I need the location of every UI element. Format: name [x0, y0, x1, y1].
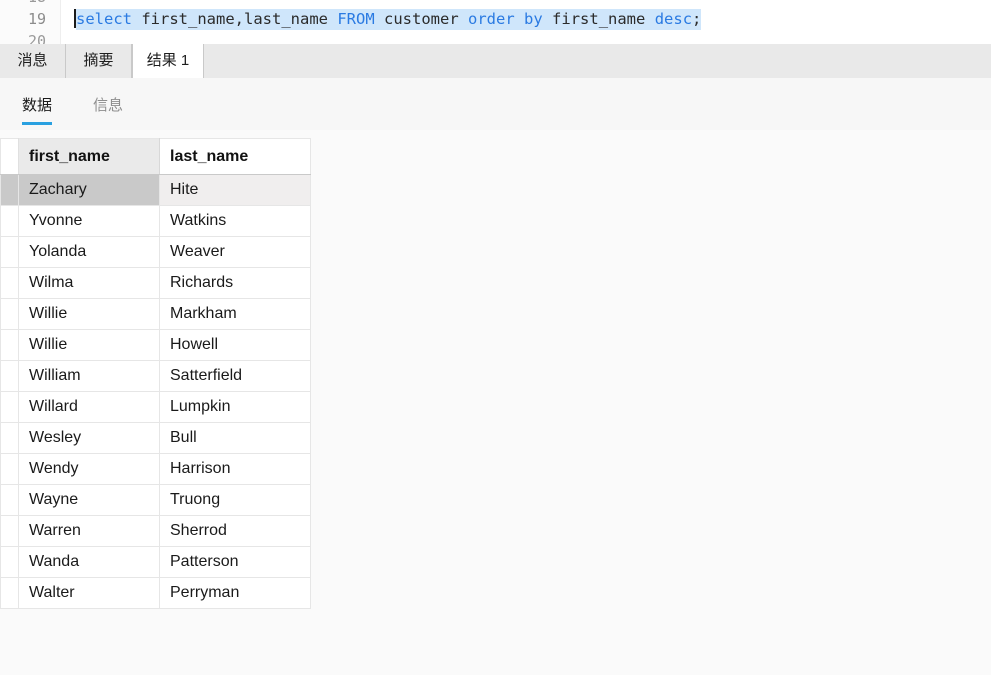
sql-keyword-select: select: [76, 10, 132, 28]
subtab-data[interactable]: 数据: [22, 94, 53, 125]
cell-last-name[interactable]: Perryman: [159, 577, 311, 609]
cell-last-name[interactable]: Lumpkin: [159, 391, 311, 423]
sql-keyword-order: order: [468, 10, 515, 28]
sql-space: [459, 10, 468, 28]
row-header-cell[interactable]: [0, 484, 19, 516]
line-number-active: 19: [27, 10, 46, 28]
result-tab-bar: 消息 摘要 结果 1: [0, 44, 991, 79]
cell-last-name[interactable]: Watkins: [159, 205, 311, 237]
row-header-cell[interactable]: [0, 422, 19, 454]
tab-result-1[interactable]: 结果 1: [132, 44, 204, 79]
row-header-cell[interactable]: [0, 391, 19, 423]
sql-semicolon: ;: [692, 10, 702, 28]
sql-space: [645, 10, 654, 28]
cell-last-name[interactable]: Sherrod: [159, 515, 311, 547]
sql-keyword-desc: desc: [654, 10, 693, 28]
column-header-first-name[interactable]: first_name: [18, 138, 160, 175]
result-grid-header: first_name last_name: [0, 138, 311, 175]
cell-last-name[interactable]: Patterson: [159, 546, 311, 578]
cell-first-name[interactable]: Willie: [18, 329, 160, 361]
sql-column-list: first_name,last_name: [141, 10, 328, 28]
cell-last-name[interactable]: Hite: [159, 174, 311, 206]
row-header-corner[interactable]: [0, 138, 19, 175]
cell-last-name[interactable]: Richards: [159, 267, 311, 299]
line-number-gutter: 18 19 20: [0, 0, 61, 44]
cell-first-name[interactable]: Warren: [18, 515, 160, 547]
sql-space: [375, 10, 384, 28]
row-header-cell[interactable]: [0, 577, 19, 609]
cell-first-name[interactable]: Willie: [18, 298, 160, 330]
row-header-cell[interactable]: [0, 453, 19, 485]
cell-first-name[interactable]: William: [18, 360, 160, 392]
row-header-cell[interactable]: [0, 267, 19, 299]
row-header-cell[interactable]: [0, 515, 19, 547]
cell-first-name[interactable]: Walter: [18, 577, 160, 609]
sql-table-name: customer: [384, 10, 459, 28]
cell-first-name[interactable]: Wayne: [18, 484, 160, 516]
sql-space: [543, 10, 552, 28]
sql-editor[interactable]: 18 19 20 select first_name,last_name FRO…: [0, 0, 991, 44]
cell-first-name[interactable]: Yolanda: [18, 236, 160, 268]
cell-last-name[interactable]: Howell: [159, 329, 311, 361]
cell-last-name[interactable]: Bull: [159, 422, 311, 454]
line-number: 20: [27, 32, 46, 44]
cell-last-name[interactable]: Harrison: [159, 453, 311, 485]
tab-summary[interactable]: 摘要: [66, 44, 132, 78]
subtab-data-label: 数据: [22, 97, 53, 114]
cell-first-name[interactable]: Wendy: [18, 453, 160, 485]
row-header-cell[interactable]: [0, 329, 19, 361]
row-header-cell[interactable]: [0, 205, 19, 237]
cell-first-name[interactable]: Wesley: [18, 422, 160, 454]
cell-first-name[interactable]: Wanda: [18, 546, 160, 578]
row-header-cell[interactable]: [0, 236, 19, 268]
row-header-cell[interactable]: [0, 546, 19, 578]
cell-first-name[interactable]: Yvonne: [18, 205, 160, 237]
row-header-cell[interactable]: [0, 298, 19, 330]
cell-last-name[interactable]: Markham: [159, 298, 311, 330]
sql-space: [132, 10, 141, 28]
cell-last-name[interactable]: Truong: [159, 484, 311, 516]
row-header-cell[interactable]: [0, 360, 19, 392]
cell-first-name[interactable]: Willard: [18, 391, 160, 423]
sql-statement-line[interactable]: select first_name,last_name FROM custome…: [74, 8, 702, 30]
cell-last-name[interactable]: Satterfield: [159, 360, 311, 392]
text-caret: [74, 9, 76, 28]
sql-keyword-by: by: [524, 10, 543, 28]
row-header-cell[interactable]: [0, 174, 19, 206]
tab-messages[interactable]: 消息: [0, 44, 66, 78]
column-header-last-name[interactable]: last_name: [159, 138, 311, 175]
sql-order-column: first_name: [552, 10, 646, 28]
cell-first-name[interactable]: Wilma: [18, 267, 160, 299]
sql-selection[interactable]: select first_name,last_name FROM custome…: [76, 9, 702, 30]
cell-last-name[interactable]: Weaver: [159, 236, 311, 268]
subtab-info[interactable]: 信息: [93, 97, 124, 114]
result-subtab-bar: 数据 信息: [0, 78, 991, 130]
sql-space: [328, 10, 337, 28]
sql-keyword-from: FROM: [337, 10, 375, 28]
sql-space: [515, 10, 524, 28]
cell-first-name[interactable]: Zachary: [18, 174, 160, 206]
line-number: 18: [0, 0, 46, 8]
header-row: first_name last_name: [0, 138, 311, 175]
active-subtab-underline: [22, 122, 53, 125]
